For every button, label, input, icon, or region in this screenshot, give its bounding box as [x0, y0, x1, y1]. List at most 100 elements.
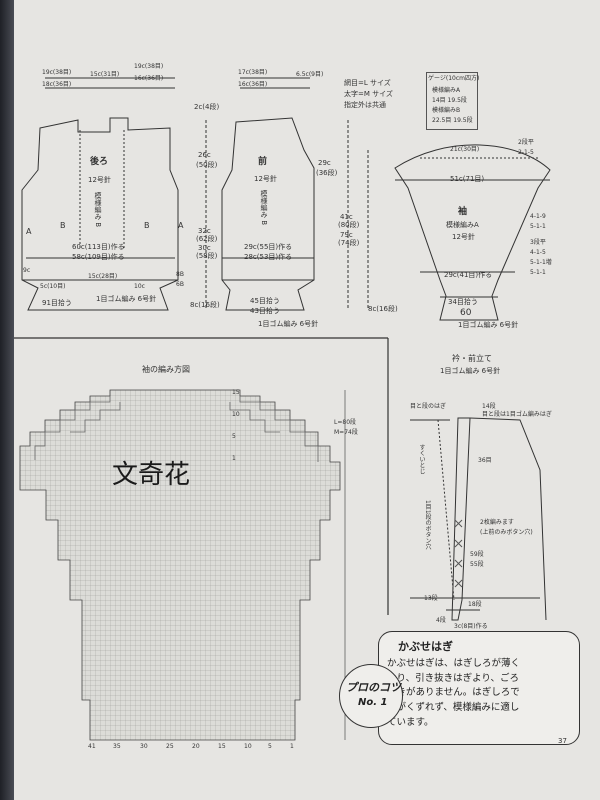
page-number: 37	[558, 737, 567, 745]
front-piece-outline	[221, 117, 315, 311]
gauge-line-1: 模様編みA	[432, 87, 461, 94]
sleeve-top: 21c(30目)	[450, 146, 480, 153]
back-label-a-right: A	[178, 221, 184, 230]
back-top-center-m: 16c(36目)	[134, 75, 164, 82]
chart-y-label: 15	[232, 389, 240, 396]
front-total-l: 29c(55目)作る	[244, 243, 293, 251]
dim-58dan: (58段)	[196, 252, 218, 260]
sleeve-width: 51c(71目)	[450, 175, 485, 183]
sleeve-inc-7: 5-1-1増	[530, 259, 552, 266]
sleeve-outline	[394, 144, 551, 321]
collar-label-9: 59段	[470, 551, 484, 558]
front-cast-l: 45目拾う	[250, 297, 280, 305]
chart-x-label: 41	[88, 743, 96, 750]
back-rib: 1目ゴム編み 6号針	[96, 295, 157, 303]
back-top-width-l: 19c(38目)	[42, 69, 72, 76]
chart-x-label: 5	[268, 743, 272, 750]
front-neck: 6.5c(9目)	[296, 71, 324, 78]
back-pattern: 模様編み B	[94, 192, 102, 228]
sleeve-rib-count: 60	[460, 308, 472, 318]
back-label-b-left: B	[60, 221, 66, 230]
back-rib-width: 15c(28目)	[88, 273, 118, 280]
dim-8c-back: 8c(16段)	[190, 301, 220, 309]
dim-74dan: (74段)	[338, 239, 360, 247]
collar-label-8: (上前のみボタン穴)	[480, 529, 533, 536]
front-needle: 12号針	[254, 175, 277, 183]
tip-body: かぶせはぎは、はぎしろが薄く なり、引き抜きはぎより、ごろ つきがありません。は…	[387, 658, 521, 728]
gauge-box	[426, 72, 478, 130]
gauge-title: ゲージ(10cm四方)	[428, 75, 480, 82]
front-height-dan: (36段)	[316, 169, 338, 177]
chart-x-label: 30	[140, 743, 148, 750]
dim-80dan: (80段)	[338, 221, 360, 229]
sleeve-bottom: 29c(41目)作る	[444, 271, 493, 279]
sleeve-needle: 12号針	[452, 233, 475, 241]
collar-label-6: 1目1段のボタン穴	[424, 500, 431, 550]
dim-30c: 30c	[198, 244, 211, 252]
back-total-m: 58c(109目)作る	[72, 253, 125, 261]
chart-x-label: 10	[244, 743, 252, 750]
tip-box	[378, 631, 580, 745]
sleeve-inc-4: 5-1-1	[530, 223, 546, 230]
dim-50dan: (50段)	[196, 161, 218, 169]
collar-label-13: 4段	[436, 617, 446, 624]
dim-8c-front: 8c(16段)	[368, 305, 398, 313]
collar-label-7: 2枚編みます	[480, 519, 514, 526]
sleeve-inc-1: 2段平	[518, 139, 534, 146]
collar-label-14: 3c(8目)作る	[454, 623, 488, 630]
chart-x-label: 35	[113, 743, 121, 750]
sleeve-inc-3: 4-1-9	[530, 213, 546, 220]
badge-line-2: No. 1	[358, 697, 388, 708]
dim-62dan: (62段)	[196, 235, 218, 243]
gauge-line-3: 模様編みB	[432, 107, 461, 114]
sleeve-pattern: 模様編みA	[446, 221, 479, 229]
sleeve-inc-6: 4-1-5	[530, 249, 546, 256]
collar-label-4: すくいとじ	[418, 444, 425, 474]
watermark-text: 文奇花	[112, 460, 191, 490]
collar-label-3: 目と段は1目ゴム編みはぎ	[482, 411, 552, 418]
front-top-width: 17c(38目)	[238, 69, 268, 76]
sleeve-inc-5: 3段平	[530, 239, 546, 246]
badge-line-1: プロのコツ	[346, 681, 401, 694]
dim-26c: 26c	[198, 151, 211, 159]
back-top-center-l: 19c(38目)	[134, 63, 164, 70]
front-total-m: 28c(53目)作る	[244, 253, 293, 261]
collar-outline	[451, 417, 471, 621]
chart-y-label: 5	[232, 433, 236, 440]
sleeve-title: 袖	[458, 207, 468, 217]
gauge-line-4: 22.5目 19.5段	[432, 117, 473, 124]
back-rib-c: 10c	[134, 283, 145, 290]
chart-x-label: 20	[192, 743, 200, 750]
sleeve-chart-grid	[19, 389, 341, 741]
dim-2c: 2c(4段)	[194, 103, 220, 111]
back-label-a-left: A	[26, 227, 32, 236]
collar-label-5: 36目	[478, 457, 492, 464]
collar-label-10: 55段	[470, 561, 484, 568]
chart-x-label: 25	[166, 743, 174, 750]
front-cast-m: 43目拾う	[250, 307, 280, 315]
collar-label-2: 14段	[482, 403, 496, 410]
dim-32c: 32c	[198, 227, 211, 235]
chart-legend-l: L=80段	[334, 419, 357, 426]
back-bottom-l: 9c	[23, 267, 31, 274]
sleeve-inc-2: 2-1-5	[518, 149, 534, 156]
sleeve-rib: 34目拾う	[448, 298, 478, 306]
back-rib-side: 5c(10目)	[40, 283, 66, 290]
collar-label-12: 18段	[468, 601, 482, 608]
chart-y-label: 1	[232, 455, 236, 462]
chart-x-label: 1	[290, 743, 294, 750]
gauge-line-2: 14目 19.5段	[432, 97, 467, 104]
front-top-width-m: 16c(36目)	[238, 81, 268, 88]
dim-79c: 79c	[340, 231, 353, 239]
back-label-b-right: B	[144, 221, 150, 230]
front-pattern: 模様編み B	[260, 190, 268, 226]
chart-legend-m: M=74段	[334, 429, 358, 436]
back-title: 後ろ	[90, 157, 109, 167]
size-note-3: 指定外は共通	[344, 101, 386, 109]
back-total-l: 60c(113目)作る	[72, 243, 125, 251]
back-side-b: 6B	[176, 281, 184, 288]
collar-title: 衿・前立て	[452, 354, 492, 363]
collar-label-1: 目と段のはぎ	[410, 403, 447, 410]
size-note-1: 網目=L サイズ	[344, 79, 391, 87]
